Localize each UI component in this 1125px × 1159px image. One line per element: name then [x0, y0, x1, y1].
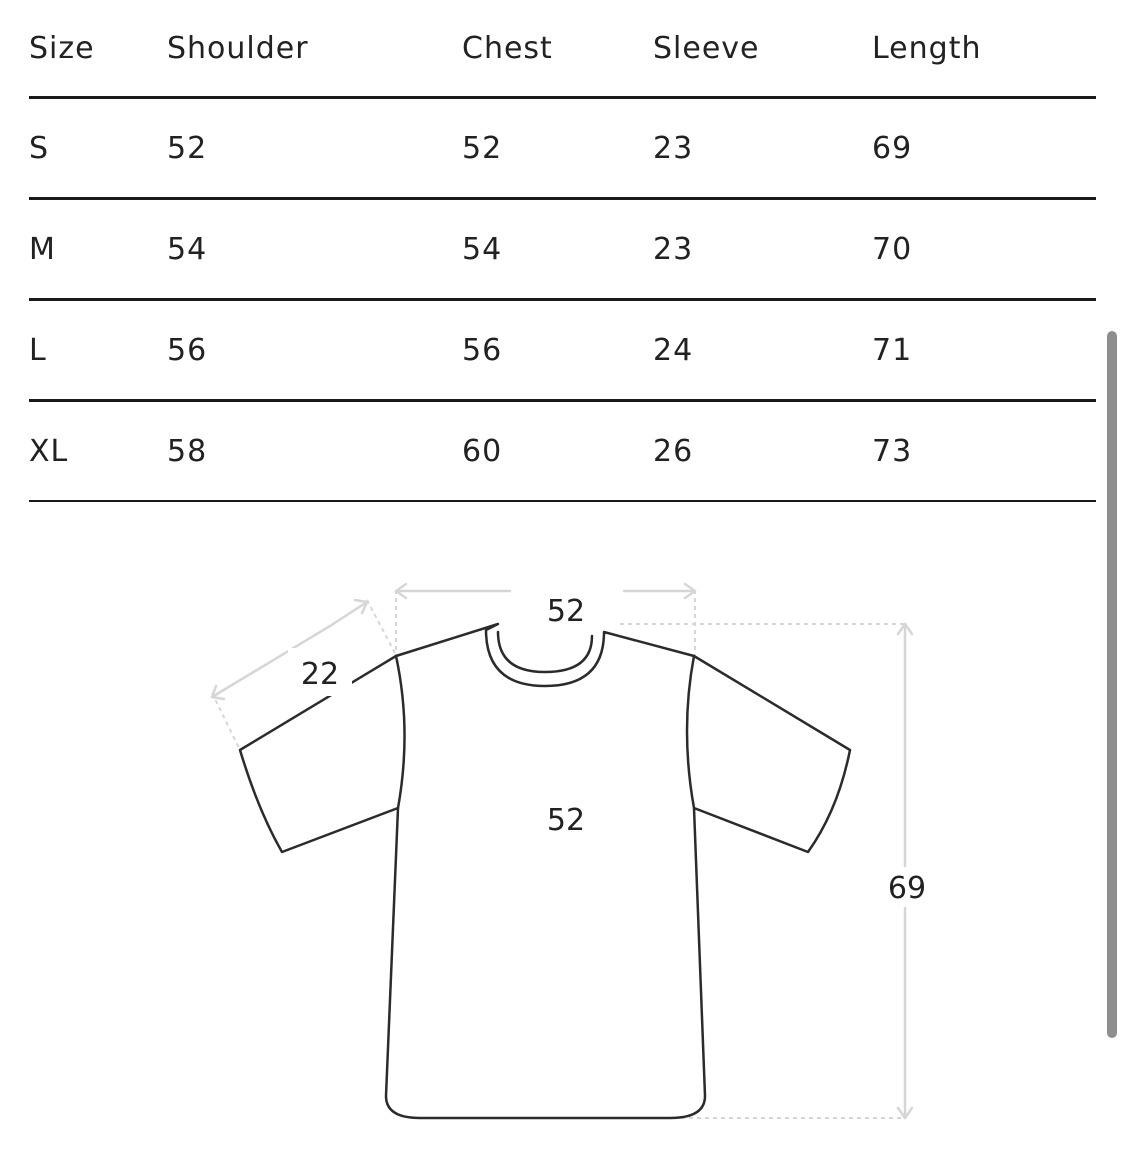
cell-length: 73	[872, 400, 1096, 502]
neckline-inner	[496, 630, 594, 674]
cell-sleeve: 23	[653, 97, 872, 200]
tshirt-measurement-svg: 52 22 52 69	[210, 582, 926, 1120]
cell-chest: 52	[462, 97, 653, 200]
cell-shoulder: 58	[167, 400, 462, 502]
table-row: S 52 52 23 69	[29, 97, 1096, 200]
sleeve-arrow-lower	[210, 624, 332, 699]
chest-dimension-label: 52	[547, 803, 585, 838]
right-armhole-seam	[685, 654, 696, 810]
cell-chest: 54	[462, 198, 653, 301]
cell-sleeve: 23	[653, 198, 872, 301]
cell-length: 71	[872, 299, 1096, 402]
header-chest: Chest	[462, 0, 653, 99]
sleeve-arrowhead-lower	[210, 684, 226, 701]
header-sleeve: Sleeve	[653, 0, 872, 99]
shoulder-dimension-label: 52	[547, 594, 585, 629]
vertical-scrollbar[interactable]	[1107, 331, 1117, 1038]
length-arrowhead-top	[896, 622, 914, 636]
cell-size: L	[29, 299, 167, 402]
header-size: Size	[29, 0, 167, 99]
length-arrowhead-bottom	[896, 1106, 914, 1120]
table-header-row: Size Shoulder Chest Sleeve Length	[29, 0, 1096, 99]
cell-size: S	[29, 97, 167, 200]
length-dimension-label: 69	[888, 871, 926, 906]
cell-sleeve: 24	[653, 299, 872, 402]
sleeve-arrowhead-upper	[353, 598, 369, 615]
table-row: M 54 54 23 70	[29, 198, 1096, 301]
tshirt-outline-icon	[238, 622, 852, 1120]
cell-length: 69	[872, 97, 1096, 200]
sleeve-label-mask	[288, 648, 352, 696]
cell-length: 70	[872, 198, 1096, 301]
size-chart-table: Size Shoulder Chest Sleeve Length S 52 5…	[29, 0, 1096, 502]
table-row: XL 58 60 26 73	[29, 400, 1096, 502]
left-armhole-seam	[394, 654, 406, 810]
measurement-diagram: 52 22 52 69	[0, 560, 1100, 1159]
cell-shoulder: 52	[167, 97, 462, 200]
cell-chest: 60	[462, 400, 653, 502]
cell-size: XL	[29, 400, 167, 502]
table-row: L 56 56 24 71	[29, 299, 1096, 402]
sleeve-upper-guide	[366, 599, 397, 656]
sleeve-lower-guide	[211, 692, 241, 751]
cell-sleeve: 26	[653, 400, 872, 502]
tshirt-body	[238, 622, 852, 1120]
header-shoulder: Shoulder	[167, 0, 462, 99]
header-length: Length	[872, 0, 1096, 99]
cell-chest: 56	[462, 299, 653, 402]
cell-shoulder: 56	[167, 299, 462, 402]
shoulder-arrowhead-left	[394, 582, 408, 600]
cell-size: M	[29, 198, 167, 301]
cell-shoulder: 54	[167, 198, 462, 301]
sleeve-dimension-label: 22	[301, 657, 339, 692]
sleeve-arrow-upper	[328, 600, 369, 628]
shoulder-arrowhead-right	[683, 582, 697, 600]
